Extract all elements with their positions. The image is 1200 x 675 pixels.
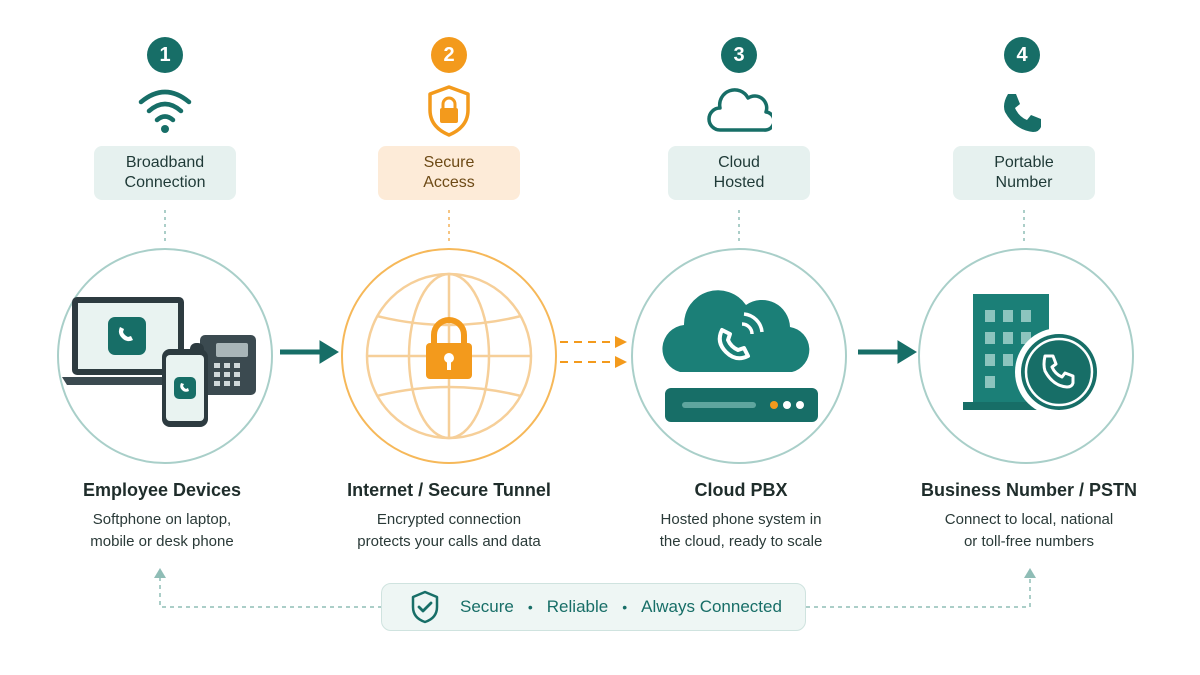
step-4-number: 4 <box>1004 37 1040 73</box>
step-3-title: Cloud PBX <box>694 480 788 500</box>
business-building-illustration <box>963 294 1103 416</box>
shield-lock-icon <box>428 85 470 137</box>
wifi-icon <box>138 89 192 133</box>
cloud-icon <box>707 88 772 132</box>
step-3-label: Cloud Hosted <box>668 146 810 200</box>
arrow-1-to-2 <box>319 340 339 364</box>
footer-item-secure: Secure <box>460 597 514 616</box>
phone-icon <box>1004 94 1041 132</box>
step-2-description: Encrypted connection protects your calls… <box>357 511 541 550</box>
padlock-icon <box>426 317 472 379</box>
step-4-description: Connect to local, national or toll-free … <box>944 511 1114 550</box>
arrow-3-to-4 <box>897 340 917 364</box>
laptop-phone-app-icon <box>108 317 146 355</box>
separator-dot: • <box>527 599 533 615</box>
tunnel-arrow-bottom <box>615 356 627 368</box>
step-2-number: 2 <box>431 37 467 73</box>
step-4-title: Business Number / PSTN <box>920 480 1138 500</box>
step-1-description: Softphone on laptop, mobile or desk phon… <box>90 511 234 550</box>
footer-benefits-pill: Secure • Reliable • Always Connected <box>381 583 806 631</box>
step-2-label: Secure Access <box>378 146 520 200</box>
step-1-label: Broadband Connection <box>94 146 236 200</box>
devices-illustration <box>62 297 256 427</box>
footer-item-always-connected: Always Connected <box>641 597 782 616</box>
cloud-pbx-illustration <box>662 290 818 422</box>
step-3-description: Hosted phone system in the cloud, ready … <box>659 511 823 550</box>
step-4-label: Portable Number <box>953 146 1095 200</box>
shield-check-icon <box>411 590 439 624</box>
step-1-number: 1 <box>147 37 183 73</box>
step-1-title: Employee Devices <box>82 480 242 500</box>
step-2-title: Internet / Secure Tunnel <box>347 480 551 500</box>
footer-item-reliable: Reliable <box>546 597 609 616</box>
step-3-number: 3 <box>721 37 757 73</box>
tunnel-arrow-top <box>615 336 627 348</box>
separator-dot: • <box>622 599 628 615</box>
